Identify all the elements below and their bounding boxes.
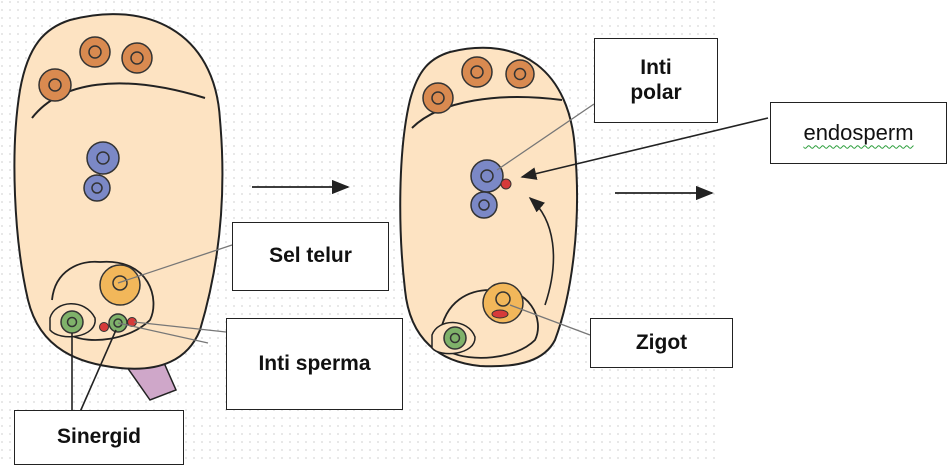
synergid-cell-2 <box>432 322 475 353</box>
fusing-sperm-nucleus <box>501 179 511 189</box>
label-inti-sperma: Inti sperma <box>226 318 403 410</box>
egg-cell <box>100 265 140 305</box>
embryo-sac-after <box>400 48 577 366</box>
label-inti-polar: Inti polar <box>594 38 718 123</box>
label-zigot: Zigot <box>590 318 733 368</box>
zygote-cell <box>483 283 523 323</box>
label-sel-telur: Sel telur <box>232 222 389 291</box>
label-endosperm: endosperm <box>770 102 947 164</box>
label-sinergid: Sinergid <box>14 410 184 465</box>
